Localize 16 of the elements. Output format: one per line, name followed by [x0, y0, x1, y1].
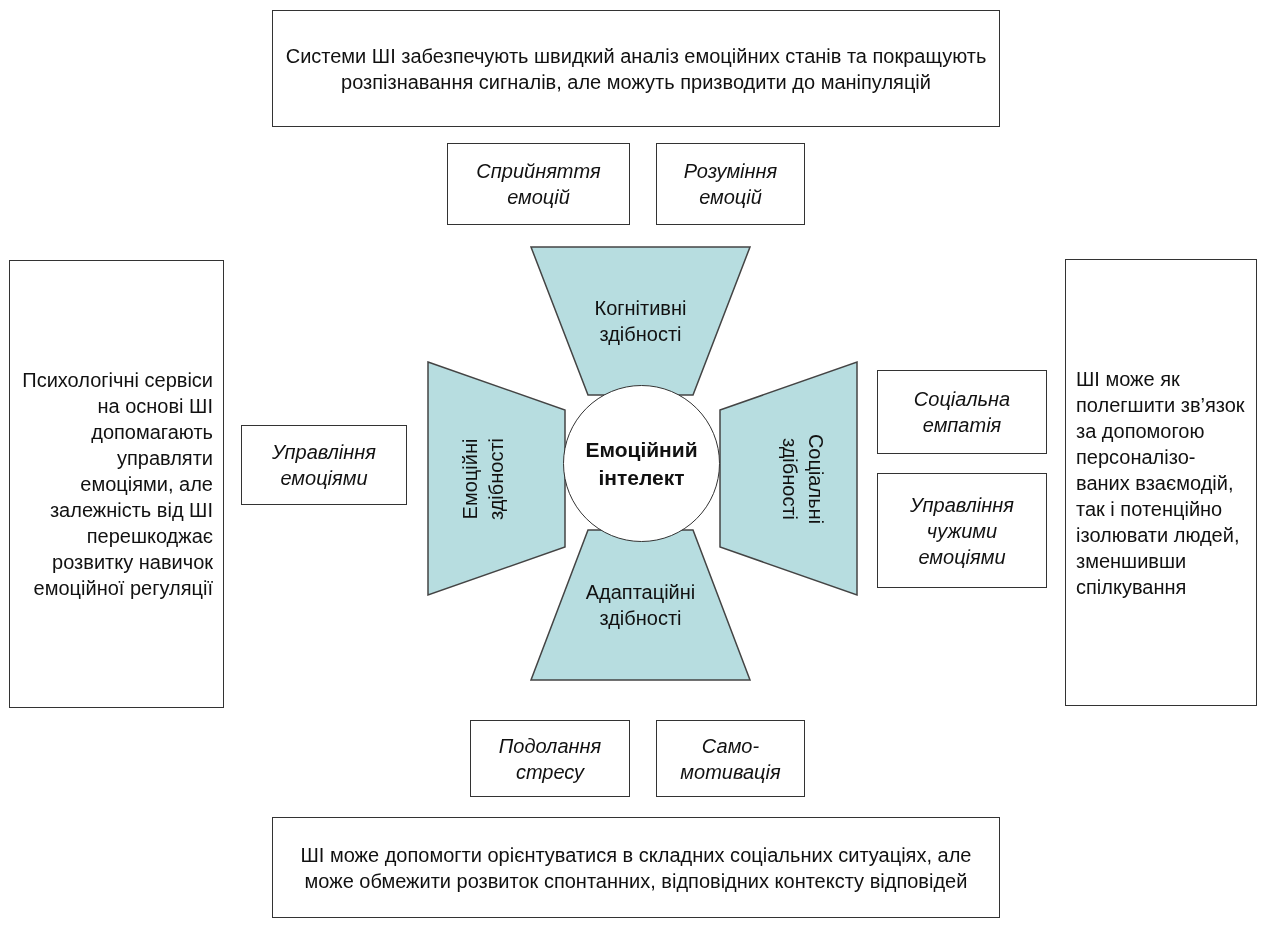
skill-box: Сприйняття емоцій	[447, 143, 630, 225]
ability-label: Емоційні здібності	[457, 436, 508, 522]
note-box: ШІ може допомогти орієнтуватися в складних соціальних ситуаціях, але може обмежити розвиток спонтанних, відповідних контексту відповідей	[272, 817, 1000, 918]
skill-box: Розуміння емоцій	[656, 143, 805, 225]
ability-label: Адаптаційні здібності	[584, 580, 697, 631]
note-box: Психологічні сервіси на основі ШІ допомагають управляти емоціями, але залежність від ШІ перешкоджає розвитку навичок емоційної регуляції	[9, 260, 224, 708]
ability-label: Когнітивні здібності	[593, 296, 688, 347]
ability-label: Соціальні здібності	[777, 432, 828, 526]
skill-box: Само-мотивація	[656, 720, 805, 797]
skill-box: Управління емоціями	[241, 425, 407, 505]
skill-box: Соціальна емпатія	[877, 370, 1047, 454]
note-box: Системи ШІ забезпечують швидкий аналіз емоційних станів та покращують розпізнавання сигналів, але можуть призводити до маніпуляцій	[272, 10, 1000, 127]
center-circle: Емоційний інтелект	[563, 385, 720, 542]
note-box: ШІ може як полегшити зв’язок за допомогою персоналізо-ваних взаємодій, так і потенційно ізолювати людей, зменшивши спілкування	[1065, 259, 1257, 706]
skill-box: Подолання стресу	[470, 720, 630, 797]
skill-box: Управління чужими емоціями	[877, 473, 1047, 588]
